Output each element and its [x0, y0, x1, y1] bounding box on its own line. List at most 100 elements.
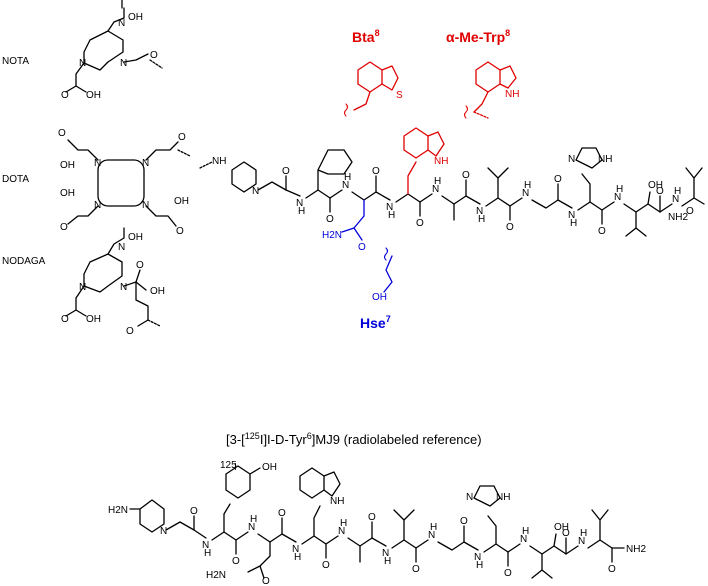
- svg-text:N: N: [292, 544, 299, 555]
- svg-text:OH: OH: [128, 232, 143, 243]
- svg-text:N: N: [120, 58, 127, 69]
- svg-text:O: O: [190, 506, 198, 517]
- svg-text:H: H: [434, 176, 441, 187]
- svg-text:NH2: NH2: [626, 544, 646, 555]
- peptide-structure: NH N O N H O N H H2N O O N H NH O N: [199, 127, 705, 253]
- svg-text:OH: OH: [554, 522, 569, 533]
- svg-text:O: O: [372, 166, 380, 177]
- svg-text:N: N: [474, 552, 481, 563]
- svg-text:N: N: [520, 534, 527, 545]
- nota-label: NOTA: [2, 56, 29, 67]
- svg-text:H: H: [430, 522, 437, 533]
- svg-text:N: N: [118, 242, 125, 253]
- svg-text:OH: OH: [60, 160, 75, 171]
- svg-text:N: N: [202, 540, 209, 551]
- svg-text:O: O: [58, 128, 66, 139]
- svg-text:N: N: [338, 526, 345, 537]
- svg-text:OH: OH: [86, 90, 101, 101]
- svg-text:OH: OH: [86, 314, 101, 325]
- svg-text:O: O: [608, 564, 616, 575]
- svg-text:H: H: [674, 186, 681, 197]
- svg-text:OH: OH: [262, 462, 277, 473]
- nota-structure: NOTA OH N O OH N N O: [2, 0, 163, 101]
- svg-text:N: N: [614, 192, 621, 203]
- svg-text:N: N: [568, 210, 575, 221]
- svg-text:H2N: H2N: [322, 230, 342, 241]
- svg-text:OH: OH: [150, 286, 165, 297]
- svg-text:O: O: [282, 166, 290, 177]
- svg-text:N: N: [94, 158, 101, 169]
- amt-label: α-Me-Trp8: [446, 28, 510, 45]
- svg-text:H: H: [384, 556, 391, 567]
- svg-text:N: N: [568, 154, 575, 165]
- svg-text:N: N: [428, 530, 435, 541]
- svg-text:O: O: [232, 556, 240, 567]
- svg-text:N: N: [160, 526, 167, 537]
- svg-text:N: N: [296, 198, 303, 209]
- svg-text:OH: OH: [174, 196, 189, 207]
- svg-text:O: O: [416, 218, 424, 229]
- hse-label: Hse7: [360, 314, 391, 331]
- svg-text:O: O: [462, 170, 470, 181]
- svg-text:N: N: [120, 282, 127, 293]
- svg-text:N: N: [342, 180, 349, 191]
- svg-text:NH: NH: [434, 156, 448, 167]
- svg-text:H: H: [570, 218, 577, 229]
- svg-text:NH: NH: [505, 89, 519, 100]
- svg-text:N: N: [118, 18, 125, 29]
- svg-text:NH: NH: [330, 496, 344, 507]
- bta-label: Bta8: [352, 28, 380, 45]
- svg-text:N: N: [252, 186, 259, 197]
- svg-text:H2N: H2N: [108, 505, 128, 516]
- svg-text:N: N: [79, 282, 86, 293]
- svg-text:O: O: [126, 326, 134, 337]
- svg-text:H: H: [476, 560, 483, 571]
- svg-text:O: O: [368, 512, 376, 523]
- svg-text:N: N: [578, 536, 585, 547]
- svg-text:O: O: [358, 242, 366, 253]
- svg-text:OH: OH: [648, 180, 663, 191]
- svg-text:N: N: [142, 158, 149, 169]
- svg-text:H: H: [340, 518, 347, 529]
- svg-text:H: H: [616, 184, 623, 195]
- svg-text:H: H: [250, 514, 257, 525]
- svg-text:O: O: [506, 222, 514, 233]
- svg-text:N: N: [248, 522, 255, 533]
- svg-text:O: O: [61, 314, 69, 325]
- svg-text:N: N: [466, 492, 473, 503]
- reference-title: [3-[125I]I-D-Tyr6]MJ9 (radiolabeled refe…: [226, 431, 482, 447]
- svg-text:O: O: [326, 214, 334, 225]
- svg-text:I: I: [234, 462, 237, 473]
- svg-text:NH: NH: [598, 154, 612, 165]
- svg-text:H2N: H2N: [206, 570, 226, 581]
- svg-text:N: N: [432, 184, 439, 195]
- svg-text:H: H: [204, 548, 211, 559]
- nodaga-label: NODAGA: [2, 256, 46, 267]
- svg-text:NH2: NH2: [668, 212, 688, 223]
- svg-text:O: O: [598, 226, 606, 237]
- svg-text:H: H: [524, 180, 531, 191]
- svg-text:OH: OH: [128, 12, 143, 23]
- svg-text:O: O: [262, 576, 270, 586]
- svg-text:NH: NH: [496, 492, 510, 503]
- svg-text:O: O: [178, 132, 186, 143]
- dota-structure: DOTA N N N N O OH O O OH O OH: [2, 128, 191, 237]
- svg-text:H: H: [580, 528, 587, 539]
- hse-modification: OH Hse7: [360, 247, 393, 331]
- svg-text:NH: NH: [212, 156, 226, 167]
- svg-text:OH: OH: [372, 292, 387, 303]
- svg-text:N: N: [386, 202, 393, 213]
- svg-text:H: H: [522, 526, 529, 537]
- svg-text:H: H: [478, 214, 485, 225]
- reference-structure: H2N N O N H 125 I OH O N H H2N O O N H: [108, 460, 646, 586]
- svg-text:O: O: [504, 568, 512, 579]
- nodaga-structure: NODAGA OH N O OH N N O OH O: [2, 227, 165, 337]
- svg-text:O: O: [412, 564, 420, 575]
- svg-text:O: O: [278, 508, 286, 519]
- svg-text:O: O: [656, 186, 664, 197]
- svg-text:H: H: [298, 206, 305, 217]
- svg-text:N: N: [476, 206, 483, 217]
- svg-text:N: N: [672, 194, 679, 205]
- dota-label: DOTA: [2, 174, 29, 185]
